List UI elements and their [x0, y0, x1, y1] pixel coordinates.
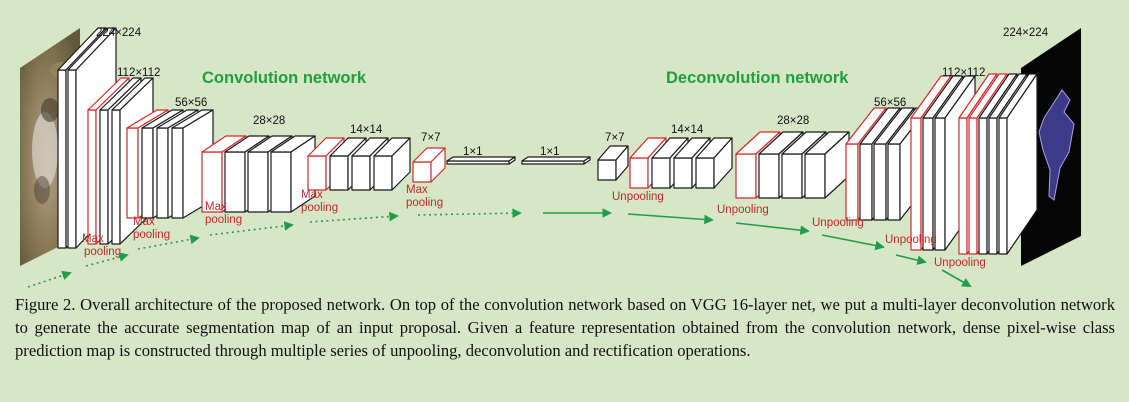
layer-block [270, 135, 316, 213]
dim-label: 1×1 [463, 146, 483, 158]
figure-caption: Figure 2. Overall architecture of the pr… [15, 295, 1115, 360]
unpooling-label: Unpooling [812, 217, 864, 229]
dim-label: 14×14 [671, 124, 704, 136]
flow-arrow [941, 269, 972, 287]
dim-label: 28×28 [777, 115, 809, 127]
flow-arrows [27, 208, 972, 288]
flow-arrow [895, 254, 927, 265]
flow-arrow [27, 270, 72, 288]
convolution-network-title: Convolution network [202, 69, 367, 87]
architecture-figure: Convolution network Deconvolution networ… [20, 27, 1081, 288]
network-diagram: Convolution network Deconvolution networ… [20, 27, 1081, 288]
layer-block [804, 131, 850, 199]
dim-label: 112×112 [117, 67, 160, 79]
flow-arrow [309, 211, 399, 223]
dim-label: 224×224 [96, 27, 142, 39]
flow-arrow [85, 252, 129, 267]
dim-label: 224×224 [1003, 27, 1049, 39]
layer-block [373, 137, 411, 191]
unpooling-label: Unpooling [612, 191, 664, 203]
layer-block [998, 73, 1038, 255]
pooling-layer-block [412, 147, 446, 183]
flow-arrow [735, 222, 810, 235]
unpooling-label: Unpooling [717, 204, 769, 216]
flow-arrow [417, 208, 522, 218]
layer-block [521, 156, 591, 165]
dim-label: 7×7 [421, 132, 441, 144]
unpooling-label: Unpooling [885, 234, 937, 246]
layer-blocks [57, 27, 1038, 255]
dim-label: 1×1 [540, 146, 560, 158]
layer-block [446, 156, 516, 165]
dim-label: 56×56 [175, 97, 207, 109]
flow-arrow [627, 213, 714, 225]
dim-label: 112×112 [942, 67, 985, 79]
flow-arrow [209, 221, 294, 236]
unpooling-label: Unpooling [934, 257, 986, 269]
dim-label: 14×14 [350, 124, 383, 136]
layer-block [695, 137, 733, 189]
dim-label: 56×56 [874, 97, 906, 109]
layer-block [597, 145, 629, 181]
deconvolution-network-title: Deconvolution network [666, 69, 849, 87]
flow-arrow [137, 234, 200, 250]
dim-label: 28×28 [253, 115, 285, 127]
dim-label: 7×7 [605, 132, 625, 144]
flow-arrow [821, 234, 885, 251]
